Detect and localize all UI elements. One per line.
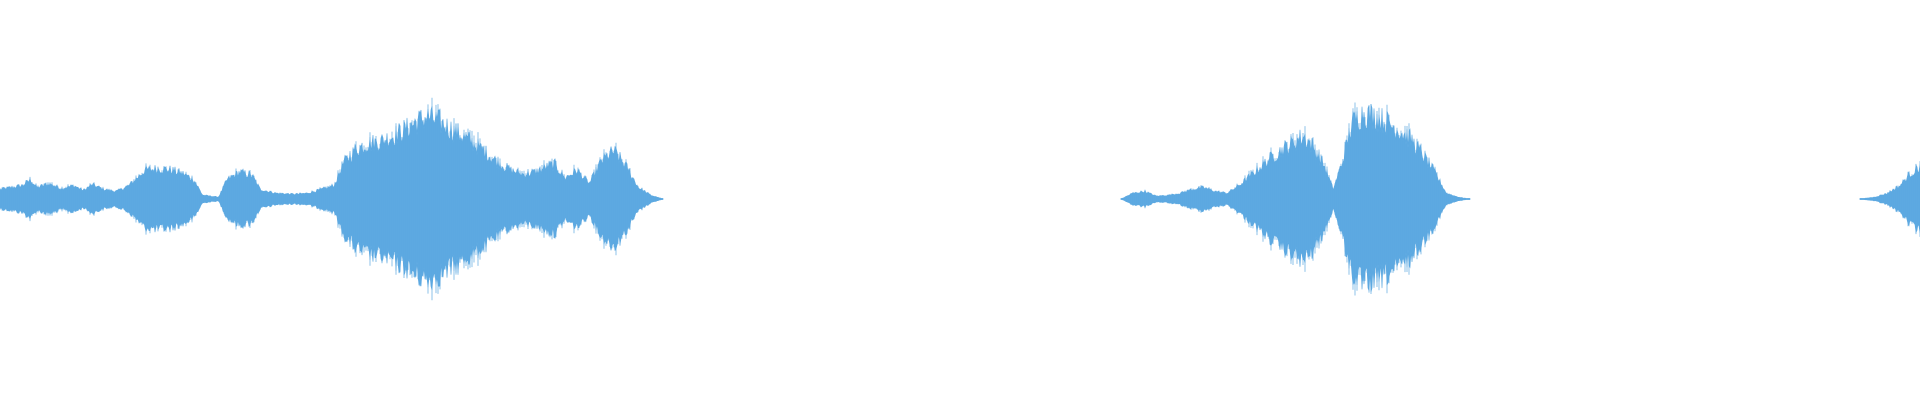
waveform-segment-3[interactable] — [1859, 161, 1920, 237]
waveform-segment-2[interactable] — [1120, 102, 1471, 296]
waveform-segment-1[interactable] — [0, 97, 664, 301]
segment-1-shape — [0, 106, 664, 291]
